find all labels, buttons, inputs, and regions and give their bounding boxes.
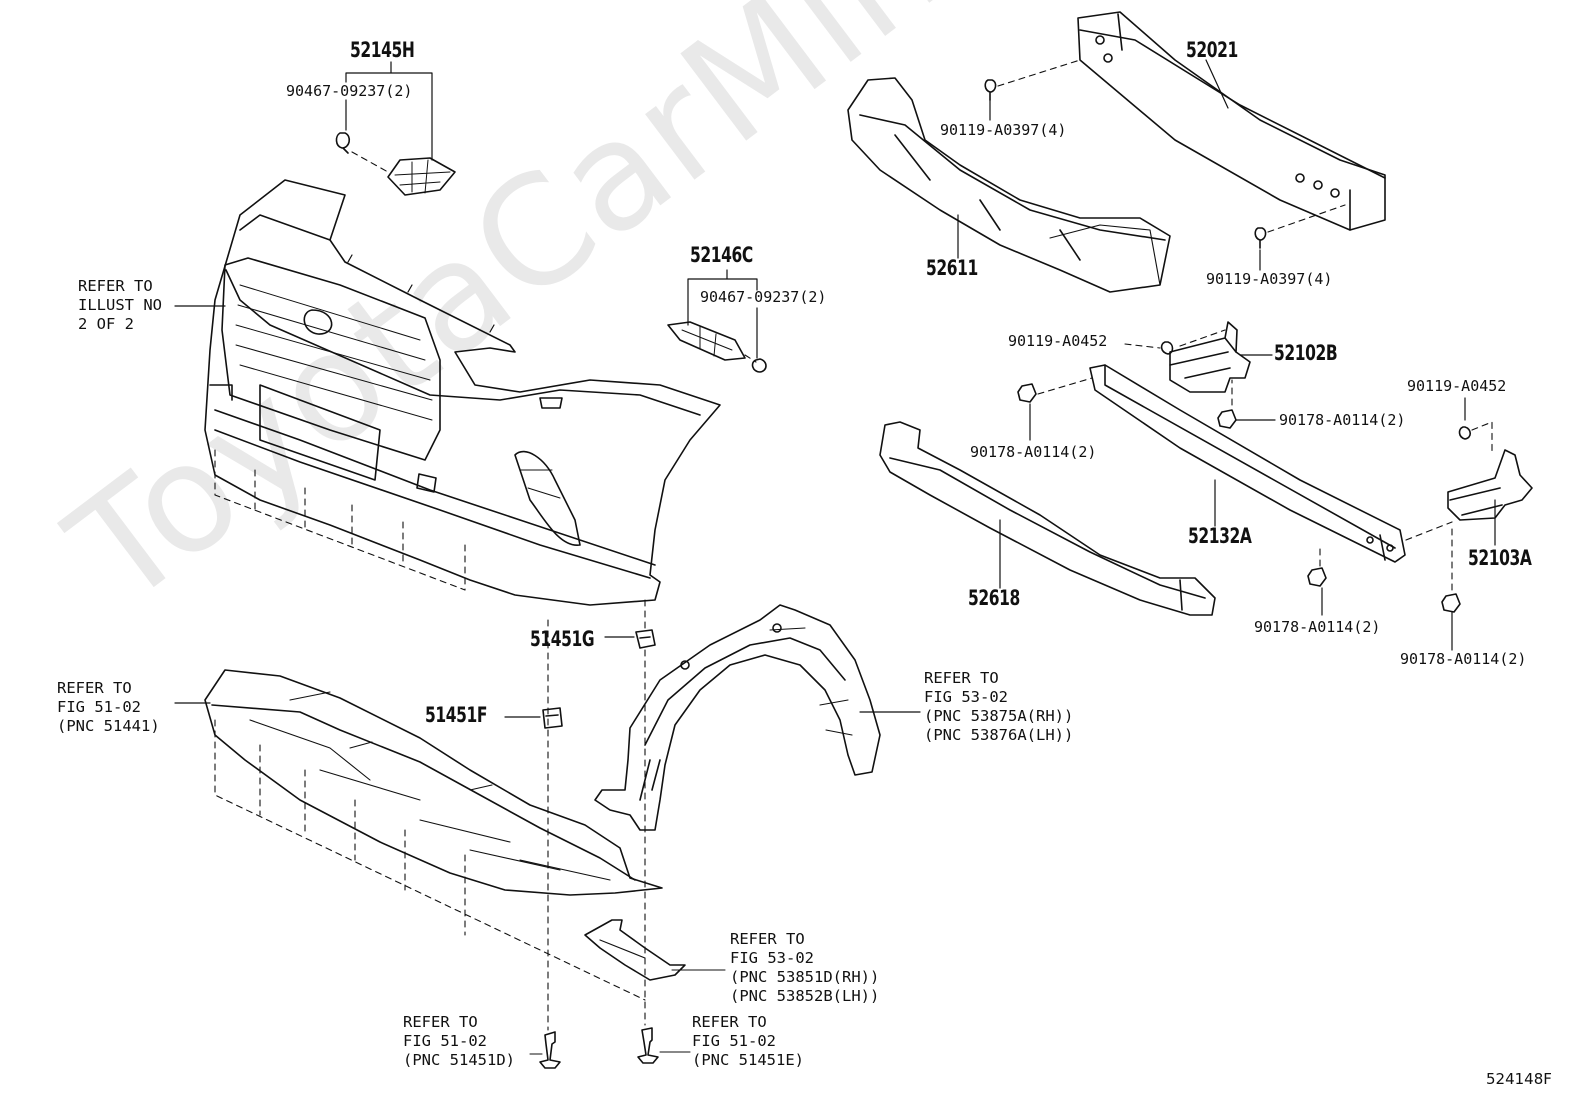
ref-line: FIG 51-02 [692,1032,776,1050]
ref-line: REFER TO [730,930,805,948]
part-90178-A0114-left: 90178-A0114(2) [970,443,1097,461]
bracket-52102B-drawing [1169,321,1251,393]
ref-illust-2of2: REFER TO ILLUST NO 2 OF 2 [78,277,162,334]
bracket-52145H-drawing [335,132,456,196]
ref-fig-53-02-liner: REFER TO FIG 53-02 (PNC 53875A(RH)) (PNC… [924,669,1073,745]
part-90178-A0114-bottom-mid: 90178-A0114(2) [1254,618,1381,636]
reinforcement-52132A-drawing [1089,364,1406,563]
grille [221,257,441,461]
ref-line: (PNC 53876A(LH)) [924,726,1074,744]
engine-under-cover-drawing [204,669,663,896]
part-52145H: 52145H [350,38,415,62]
part-90119-A0397-top: 90119-A0397(4) [940,121,1067,139]
ref-line: FIG 53-02 [730,949,814,967]
ref-line: REFER TO [78,277,153,295]
ref-line: 2 OF 2 [78,315,134,333]
part-51451F: 51451F [425,703,488,727]
absorber-52618-drawing [879,421,1216,616]
bolts-90119-A0397 [984,59,1346,249]
bracket-52103A-drawing [1447,449,1533,521]
bolts-51451 [529,1027,691,1069]
part-90467-09237-a: 90467-09237(2) [286,82,413,100]
ref-line: REFER TO [403,1013,478,1031]
ref-line: FIG 51-02 [403,1032,487,1050]
ref-line: (PNC 51441) [57,717,160,735]
part-52132A: 52132A [1188,524,1252,548]
part-52611: 52611 [926,256,978,280]
part-52102B: 52102B [1274,341,1338,365]
document-id: 524148F [1486,1070,1552,1088]
ref-line: REFER TO [692,1013,767,1031]
leaders-bottom-right [999,354,1496,651]
fender-liner-drawing [594,604,881,831]
leaders-bottom-left [174,702,921,713]
part-52618: 52618 [968,586,1020,610]
part-52146C: 52146C [690,243,753,267]
ref-line: REFER TO [57,679,132,697]
ref-line: (PNC 51451E) [692,1051,804,1069]
bumper-dash-lines [214,449,646,1031]
clips-51451 [504,629,656,729]
part-90178-A0114-right: 90178-A0114(2) [1279,411,1406,429]
ref-fig-53-02-seal: REFER TO FIG 53-02 (PNC 53851D(RH)) (PNC… [730,930,879,1006]
ref-line: (PNC 53851D(RH)) [730,968,880,986]
emblem [303,309,333,335]
ref-fig-51-02-pnc-51451E: REFER TO FIG 51-02 (PNC 51451E) [692,1013,804,1070]
front-bumper-cover-drawing [204,179,721,606]
ref-line: FIG 53-02 [924,688,1008,706]
part-90467-09237-b: 90467-09237(2) [700,288,827,306]
part-90119-A0397-bottom: 90119-A0397(4) [1206,270,1333,288]
ref-line: FIG 51-02 [57,698,141,716]
ref-line: (PNC 53875A(RH)) [924,707,1074,725]
absorber-52611-drawing [847,77,1171,293]
ref-line: (PNC 51451D) [403,1051,515,1069]
part-90119-A0452-right: 90119-A0452 [1407,377,1507,395]
part-52103A: 52103A [1468,546,1532,570]
bracket-52146C-drawing [667,321,767,373]
part-90178-A0114-bottom-right: 90178-A0114(2) [1400,650,1527,668]
reinforcement-52021-drawing [1077,11,1386,231]
ref-fig-51-02-pnc-51441: REFER TO FIG 51-02 (PNC 51441) [57,679,160,736]
ref-line: REFER TO [924,669,999,687]
ref-line: (PNC 53852B(LH)) [730,987,880,1005]
leaders-top-left [174,61,758,359]
part-52021: 52021 [1186,38,1238,62]
ref-line: ILLUST NO [78,296,162,314]
ref-fig-51-02-pnc-51451D: REFER TO FIG 51-02 (PNC 51451D) [403,1013,515,1070]
fog-lamp-bezel [514,450,581,546]
part-51451G: 51451G [530,627,595,651]
seal-bracket-drawing [584,919,726,981]
leaders-top-right [957,59,1261,271]
plate-area [259,384,381,481]
fasteners-right [1017,329,1493,613]
part-90119-A0452-left: 90119-A0452 [1008,332,1108,350]
